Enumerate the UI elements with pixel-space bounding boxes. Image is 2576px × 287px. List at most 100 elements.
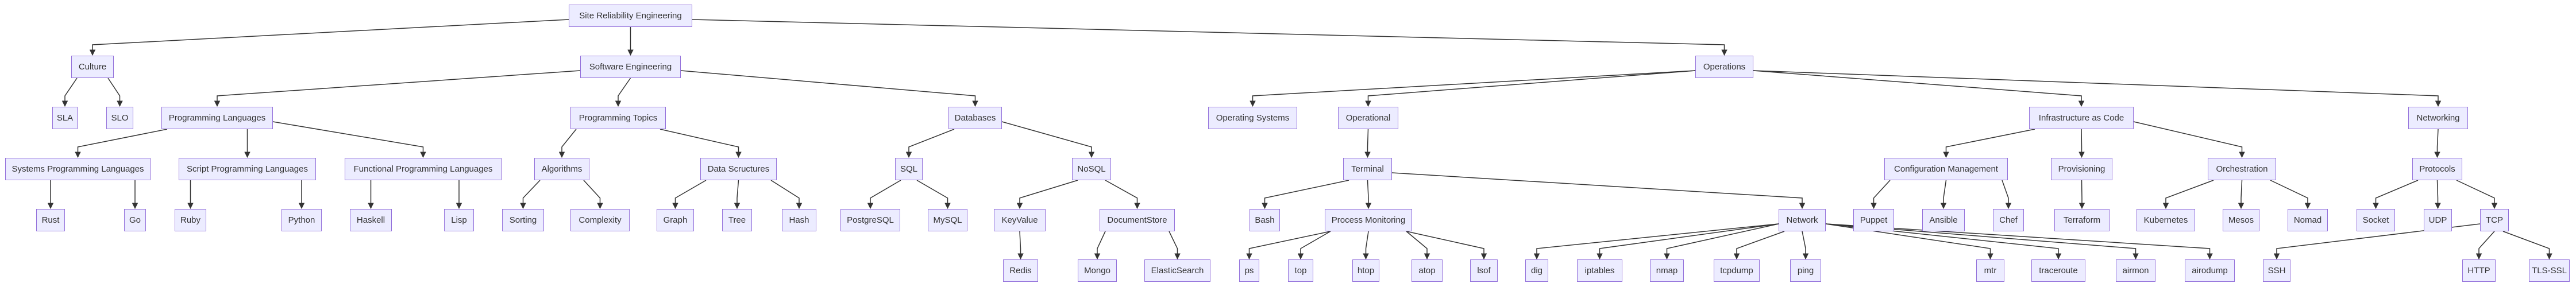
edge-process-monitoring-htop bbox=[1363, 231, 1369, 260]
node-process-monitoring: Process Monitoring bbox=[1325, 209, 1412, 231]
node-programming-languages: Programming Languages bbox=[161, 107, 273, 129]
node-systems-pl: Systems Programming Languages bbox=[5, 158, 151, 180]
edge-nosql-documentstore bbox=[1105, 180, 1140, 210]
edge-network-traceroute bbox=[1825, 223, 2062, 260]
edge-operations-infrastructure-as-code bbox=[1753, 70, 2085, 107]
edge-network-airodump bbox=[1825, 223, 2213, 260]
node-infrastructure-as-code: Infrastructure as Code bbox=[2029, 107, 2134, 129]
node-mtr: mtr bbox=[1976, 259, 2004, 282]
edge-programming-topics-data-structures bbox=[660, 129, 742, 158]
edge-orchestration-mesos bbox=[2238, 180, 2245, 210]
edge-network-airmon bbox=[1825, 223, 2139, 260]
edge-programming-languages-systems-pl bbox=[75, 129, 168, 158]
edge-operations-networking bbox=[1753, 70, 2442, 107]
node-mongo: Mongo bbox=[1078, 259, 1117, 282]
node-networking: Networking bbox=[2408, 107, 2468, 129]
node-programming-topics: Programming Topics bbox=[570, 107, 666, 129]
node-complexity: Complexity bbox=[570, 209, 630, 231]
node-elasticsearch: ElasticSearch bbox=[1144, 259, 1210, 282]
node-databases: Databases bbox=[948, 107, 1002, 129]
node-nmap: nmap bbox=[1650, 259, 1684, 282]
edge-software-engineering-programming-languages bbox=[214, 70, 581, 107]
edge-sre-operations bbox=[692, 19, 1727, 56]
node-airmon: airmon bbox=[2116, 259, 2155, 282]
edge-configuration-management-ansible bbox=[1940, 180, 1947, 210]
node-configuration-management: Configuration Management bbox=[1884, 158, 2008, 180]
edge-data-structures-tree bbox=[734, 180, 741, 210]
edge-process-monitoring-atop bbox=[1406, 231, 1430, 260]
edge-network-dig bbox=[1533, 223, 1779, 260]
node-tcp: TCP bbox=[2480, 209, 2509, 231]
node-hash: Hash bbox=[782, 209, 816, 231]
node-redis: Redis bbox=[1003, 259, 1038, 282]
node-functional-pl: Functional Programming Languages bbox=[345, 158, 502, 180]
node-data-structures: Data Scructures bbox=[700, 158, 777, 180]
node-dig: dig bbox=[1525, 259, 1548, 282]
node-mysql: MySQL bbox=[928, 209, 967, 231]
node-rust: Rust bbox=[36, 209, 65, 231]
node-atop: atop bbox=[1412, 259, 1443, 282]
node-tcpdump: tcpdump bbox=[1714, 259, 1760, 282]
node-software-engineering: Software Engineering bbox=[580, 56, 681, 78]
edge-network-mtr bbox=[1825, 223, 1993, 260]
node-script-pl: Script Programming Languages bbox=[179, 158, 316, 180]
node-orchestration: Orchestration bbox=[2208, 158, 2276, 180]
node-udp: UDP bbox=[2424, 209, 2452, 231]
edge-orchestration-nomad bbox=[2270, 180, 2311, 210]
edge-operations-operating-systems bbox=[1250, 70, 1696, 107]
edge-network-nmap bbox=[1664, 223, 1779, 260]
node-keyvalue: KeyValue bbox=[994, 209, 1046, 231]
edge-tcp-ssh bbox=[2273, 223, 2481, 260]
node-ruby: Ruby bbox=[175, 209, 206, 231]
edge-terminal-bash bbox=[1262, 180, 1349, 210]
node-top: top bbox=[1288, 259, 1313, 282]
node-tree: Tree bbox=[722, 209, 752, 231]
edge-configuration-management-puppet bbox=[1871, 180, 1891, 210]
node-terminal: Terminal bbox=[1343, 158, 1392, 180]
edge-programming-languages-functional-pl bbox=[272, 121, 426, 158]
edge-databases-nosql bbox=[1001, 121, 1095, 158]
edge-infrastructure-as-code-orchestration bbox=[2133, 121, 2245, 158]
node-iptables: iptables bbox=[1577, 259, 1622, 282]
node-network: Network bbox=[1779, 209, 1826, 231]
edge-sre-culture bbox=[89, 19, 569, 56]
node-sorting: Sorting bbox=[502, 209, 544, 231]
node-lsof: lsof bbox=[1470, 259, 1498, 282]
node-culture: Culture bbox=[71, 56, 114, 78]
edge-terminal-process-monitoring bbox=[1365, 180, 1372, 210]
edge-keyvalue-redis bbox=[1017, 231, 1024, 260]
edge-culture-sla bbox=[61, 77, 78, 107]
node-terraform: Terraform bbox=[2054, 209, 2110, 231]
edge-data-structures-graph bbox=[672, 180, 707, 210]
edge-process-monitoring-top bbox=[1297, 231, 1331, 260]
edge-terminal-network bbox=[1391, 172, 1806, 210]
node-ps: ps bbox=[1239, 259, 1259, 282]
edge-tcp-tls-ssl bbox=[2502, 231, 2552, 260]
node-nomad: Nomad bbox=[2288, 209, 2328, 231]
node-kubernetes: Kubernetes bbox=[2137, 209, 2195, 231]
edge-infrastructure-as-code-configuration-management bbox=[1943, 129, 2035, 158]
node-mesos: Mesos bbox=[2223, 209, 2259, 231]
node-sql: SQL bbox=[895, 158, 923, 180]
edge-nosql-keyvalue bbox=[1016, 180, 1078, 210]
node-lisp: Lisp bbox=[444, 209, 474, 231]
node-nosql: NoSQL bbox=[1072, 158, 1111, 180]
node-socket: Socket bbox=[2357, 209, 2395, 231]
node-slo: SLO bbox=[106, 107, 133, 129]
node-provisioning: Provisioning bbox=[2051, 158, 2112, 180]
edge-configuration-management-chef bbox=[2002, 180, 2012, 210]
edge-algorithms-complexity bbox=[583, 180, 603, 210]
node-htop: htop bbox=[1352, 259, 1379, 282]
edge-databases-sql bbox=[905, 129, 955, 158]
node-operational: Operational bbox=[1338, 107, 1398, 129]
edge-programming-topics-algorithms bbox=[558, 129, 577, 158]
node-sre: Site Reliability Engineering bbox=[569, 5, 692, 27]
edge-networking-protocols bbox=[2434, 129, 2440, 158]
node-puppet: Puppet bbox=[1853, 209, 1894, 231]
node-chef: Chef bbox=[1993, 209, 2024, 231]
node-protocols: Protocols bbox=[2412, 158, 2462, 180]
edge-algorithms-sorting bbox=[520, 180, 541, 210]
edge-sql-postgresql bbox=[867, 180, 901, 210]
